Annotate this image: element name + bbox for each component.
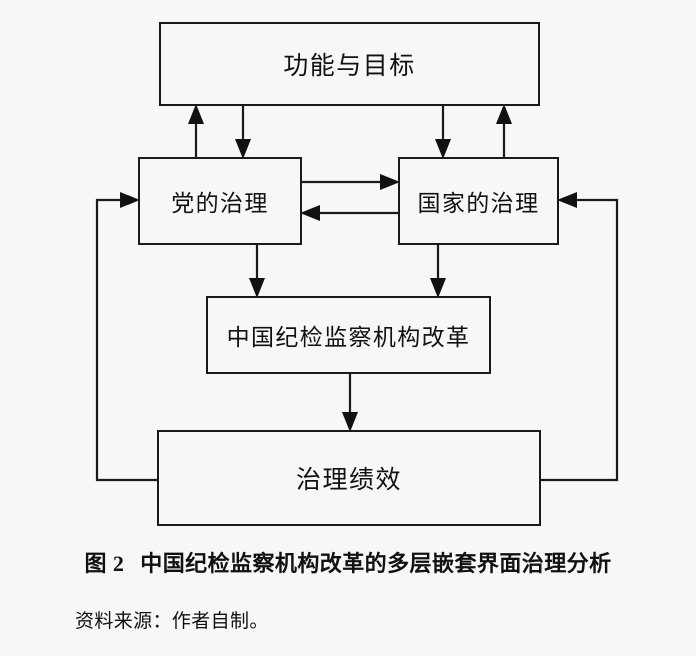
node-state-governance[interactable]: 国家的治理 bbox=[398, 157, 559, 245]
figure-caption: 图 2 中国纪检监察机构改革的多层嵌套界面治理分析 bbox=[0, 546, 696, 578]
node-discipline-inspection-reform[interactable]: 中国纪检监察机构改革 bbox=[206, 296, 491, 374]
edge-state-to-goals bbox=[496, 104, 512, 157]
node-governance-performance[interactable]: 治理绩效 bbox=[157, 430, 541, 526]
node-label: 中国纪检监察机构改革 bbox=[226, 325, 471, 350]
edge-party-to-reform bbox=[249, 245, 265, 298]
node-functions-and-goals[interactable]: 功能与目标 bbox=[159, 22, 540, 106]
edge-state-to-reform bbox=[430, 245, 446, 298]
edge-goals-to-state bbox=[435, 106, 451, 159]
edge-goals-to-party bbox=[235, 106, 251, 159]
edge-performance-to-state bbox=[541, 192, 619, 482]
node-label: 功能与目标 bbox=[283, 53, 416, 80]
figure-caption-number: 图 2 bbox=[84, 551, 125, 576]
node-label: 国家的治理 bbox=[417, 191, 540, 216]
edge-performance-to-party bbox=[95, 192, 157, 482]
edge-state-to-party bbox=[300, 205, 398, 221]
figure-source-note: 资料来源：作者自制。 bbox=[75, 611, 269, 632]
node-party-governance[interactable]: 党的治理 bbox=[138, 157, 302, 245]
edge-party-to-state bbox=[302, 174, 400, 190]
figure-caption-text: 中国纪检监察机构改革的多层嵌套界面治理分析 bbox=[140, 551, 612, 576]
node-label: 党的治理 bbox=[171, 191, 269, 216]
edge-party-to-goals bbox=[188, 104, 204, 157]
diagram-connectors bbox=[95, 104, 619, 482]
edge-reform-to-performance bbox=[342, 374, 358, 432]
node-label: 治理绩效 bbox=[295, 467, 402, 494]
